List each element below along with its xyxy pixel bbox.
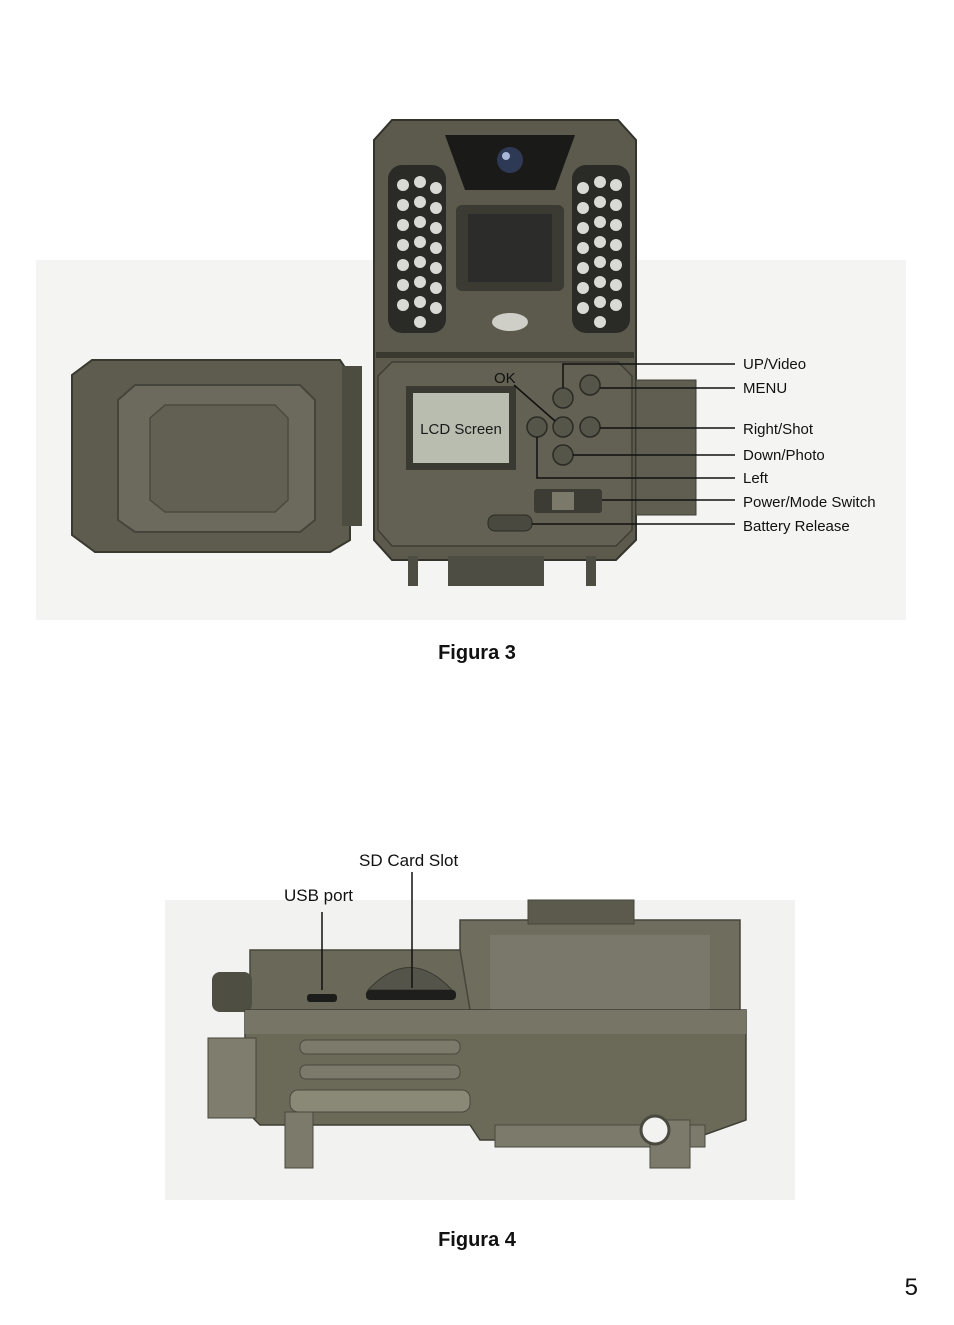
right-shot-button <box>579 416 601 438</box>
callout-sd-card-slot: SD Card Slot <box>359 851 458 870</box>
camera-door <box>71 359 362 553</box>
camera-side-body <box>207 899 747 1169</box>
lcd-screen <box>413 393 509 463</box>
down-photo-button <box>552 444 574 466</box>
battery-release-button <box>487 514 533 532</box>
callout-menu: MENU <box>743 380 787 397</box>
callout-left: Left <box>743 470 769 487</box>
figure-4-caption: Figura 4 <box>438 1229 516 1251</box>
callout-usb-port: USB port <box>284 886 353 905</box>
callout-right-shot: Right/Shot <box>743 421 814 438</box>
light-sensor-icon <box>492 313 528 331</box>
sd-card-slot-icon <box>366 990 456 1000</box>
ok-button <box>552 416 574 438</box>
figure-3-caption: Figura 3 <box>438 642 516 664</box>
camera-body: LCD Screen <box>373 119 697 586</box>
usb-port-icon <box>307 994 337 1002</box>
callout-up-video: UP/Video <box>743 356 806 373</box>
ok-label: OK <box>494 370 516 387</box>
callout-battery-release: Battery Release <box>743 518 850 535</box>
menu-button <box>579 374 601 396</box>
callout-down-photo: Down/Photo <box>743 447 825 464</box>
camera-latch <box>635 379 697 516</box>
page-number: 5 <box>904 1274 918 1301</box>
callout-power-mode-switch: Power/Mode Switch <box>743 494 876 511</box>
figure-4-camera-bottom: SD Card Slot USB port <box>165 851 795 1200</box>
callout-lines <box>532 363 735 525</box>
up-video-button <box>552 387 574 409</box>
lcd-screen-label: LCD Screen <box>420 421 502 438</box>
left-button <box>526 416 548 438</box>
callout-lines <box>321 872 413 990</box>
camera-lens-icon <box>497 147 523 173</box>
figure-3-camera-front: LCD Screen OK UP/Video MENU Right/Shot D… <box>36 119 906 620</box>
